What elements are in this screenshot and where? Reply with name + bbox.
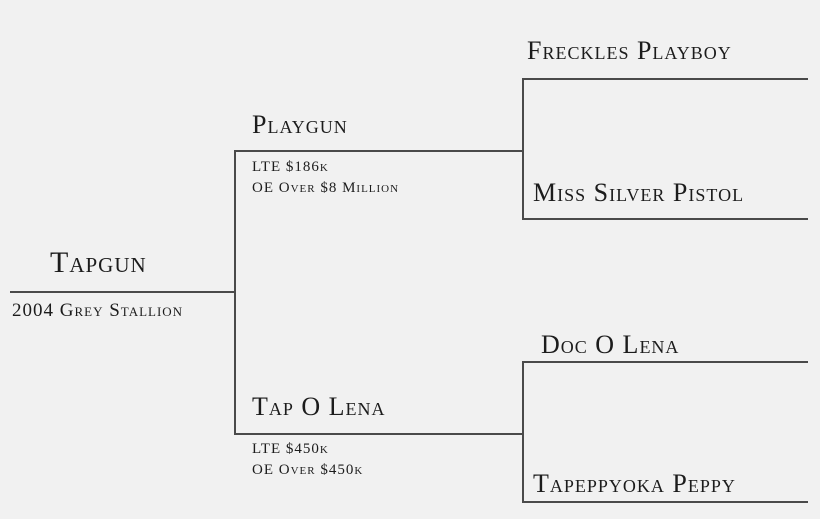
sire-dam-connector	[522, 218, 808, 220]
dam-sire-connector	[522, 361, 808, 363]
sire-earnings: LTE $186k	[252, 159, 329, 175]
subject-description: 2004 Grey Stallion	[12, 300, 184, 321]
dam-connector	[234, 433, 524, 435]
sire-dam-name: Miss Silver Pistol	[533, 178, 745, 207]
sire-offspring-earnings: OE Over $8 Million	[252, 180, 400, 196]
generation1-bracket	[234, 150, 236, 435]
subject-connector	[10, 291, 236, 293]
sire-bracket	[522, 78, 524, 220]
dam-dam-name: Tapeppyoka Peppy	[533, 469, 736, 498]
subject-name: Tapgun	[50, 246, 147, 279]
sire-sire-name: Freckles Playboy	[527, 36, 732, 65]
sire-connector	[234, 150, 524, 152]
sire-name: Playgun	[252, 110, 348, 139]
dam-name: Tap O Lena	[252, 392, 386, 421]
sire-sire-connector	[522, 78, 808, 80]
dam-dam-connector	[522, 501, 808, 503]
dam-earnings: LTE $450k	[252, 441, 329, 457]
dam-bracket	[522, 361, 524, 503]
dam-sire-name: Doc O Lena	[541, 330, 680, 359]
dam-offspring-earnings: OE Over $450k	[252, 462, 364, 478]
